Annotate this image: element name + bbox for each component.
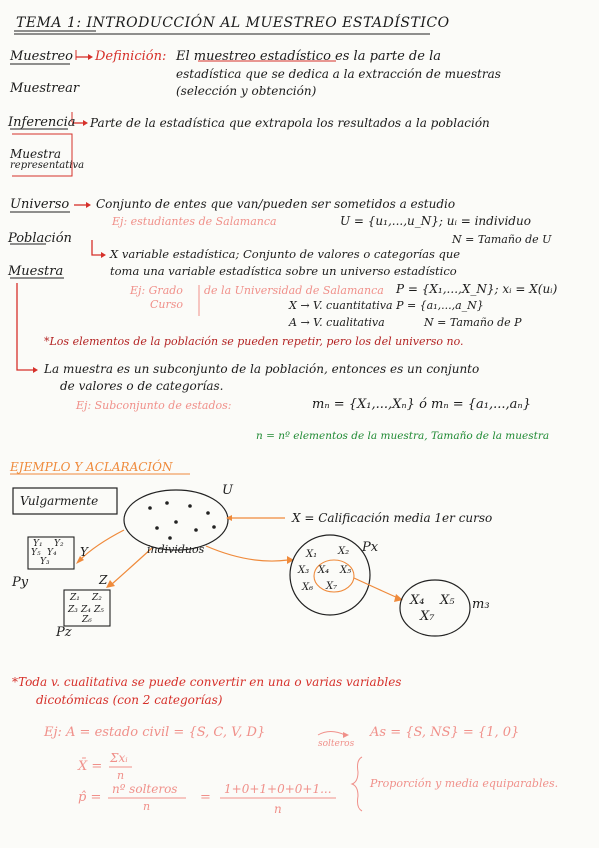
universo-example: Ej: estudiantes de Salamanca [112,215,277,228]
term-muestra-representativa-2: representativa [10,160,85,171]
poblacion-line-1: X variable estadística; Conjunto de valo… [110,247,461,261]
px-value: X₆ [302,582,314,593]
muestra-example: Ej: Subconjunto de estados: [76,399,232,412]
poblacion-formula: P = {X₁,...,X_N}; xᵢ = X(uᵢ) [396,282,558,296]
proportion-denominator: n [143,800,151,813]
px-value: X₃ [298,565,310,576]
proportion-equals: = [200,790,211,805]
vulgarmente-label: Vulgarmente [20,494,99,508]
cualitativa-line: A → V. cualitativa [289,316,385,329]
inferencia-definition: Parte de la estadística que extrapola lo… [90,116,490,130]
y-value: Y₃ [40,557,50,567]
definition-label: Definición: [95,49,167,64]
z-value: Z₆ [82,615,92,625]
px-value: X₄ [318,565,330,576]
muestra-line-2: de valores o de categorías. [60,379,224,393]
px-value: X₂ [338,546,350,557]
proportion-numerator: nº solteros [112,782,178,796]
term-universo: Universo [10,197,70,212]
y-value: Y₅ [31,548,41,558]
example-heading: EJEMPLO Y ACLARACIÓN [10,460,173,474]
definition-line-3: (selección y obtención) [176,84,317,98]
term-muestrear: Muestrear [10,81,80,96]
y-value: Y₄ [47,548,57,558]
term-muestreo: Muestreo [10,49,74,64]
poblacion-size: N = Tamaño de P [424,316,522,329]
term-inferencia: Inferencia [8,115,76,130]
variable-y-label: Y [80,545,88,559]
proportion-denominator-expanded: n [274,802,282,816]
universo-size: N = Tamaño de U [452,233,552,246]
px-value: X₁ [306,549,318,560]
variable-z-label: Z [99,573,108,587]
m3-value: X₇ [420,609,435,624]
term-poblacion: Población [8,231,72,246]
page-title: TEMA 1: INTRODUCCIÓN AL MUESTREO ESTADÍS… [16,15,450,31]
population-px-label: Px [362,540,379,555]
estado-civil-example: Ej: A = estado civil = {S, C, V, D} [44,725,266,740]
mean-lhs: X̄ = [78,759,103,774]
z-value: Z₅ [94,605,104,615]
note-cualitativa-line-1: *Toda v. cualitativa se puede convertir … [12,675,402,689]
mean-numerator: Σxᵢ [110,751,128,765]
mean-denominator: n [117,769,125,782]
px-value: X₅ [340,565,352,576]
universe-label: U [222,483,233,498]
population-py-label: Py [12,575,29,590]
universo-definition: Conjunto de entes que van/pueden ser som… [96,197,456,211]
proportion-note: Proporción y media equiparables. [370,777,559,790]
example-universidad: de la Universidad de Salamanca [204,284,384,297]
cuantitativa-line: X → V. cuantitativa P = {a₁,...,a_N} [289,299,484,312]
definition-line-2: estadística que se dedica a la extracció… [176,67,501,81]
dichotomous-set: As = {S, NS} = {1, 0} [370,725,520,740]
z-value: Z₄ [81,605,91,615]
example-curso: Curso [150,298,184,311]
universo-formula: U = {u₁,...,u_N}; uᵢ = individuo [340,214,531,228]
variable-x-definition: X = Calificación media 1er curso [292,511,493,525]
sample-m3-label: m₃ [472,597,490,612]
note-cualitativa-line-2: dicotómicas (con 2 categorías) [36,693,223,707]
muestra-size: n = nº elementos de la muestra, Tamaño d… [256,430,550,442]
px-value: X₇ [326,581,338,592]
term-muestra: Muestra [8,264,64,279]
solteros-label: solteros [318,739,355,749]
muestra-line-1: La muestra es un subconjunto de la pobla… [44,362,480,376]
y-value: Y₁ [33,539,43,549]
m3-value: X₄ [410,593,425,608]
m3-value: X₅ [440,593,455,608]
poblacion-line-2: toma una variable estadística sobre un u… [110,264,457,278]
term-muestra-representativa-1: Muestra [10,147,61,161]
proportion-lhs: p̂ = [78,790,102,805]
z-value: Z₃ [68,605,78,615]
proportion-numerator-expanded: 1+0+1+0+0+1... [224,782,332,796]
z-value: Z₁ [70,593,80,603]
population-pz-label: Pz [56,625,72,640]
individuos-label: individuos [147,543,205,556]
z-value: Z₂ [92,593,102,603]
note-repetir: *Los elementos de la población se pueden… [44,335,464,348]
y-value: Y₂ [54,539,64,549]
muestra-formula: mₙ = {X₁,...,Xₙ} ó mₙ = {a₁,...,aₙ} [312,397,531,412]
example-grado: Ej: Grado [130,284,183,297]
definition-line-1: El muestreo estadístico es la parte de l… [176,49,441,64]
